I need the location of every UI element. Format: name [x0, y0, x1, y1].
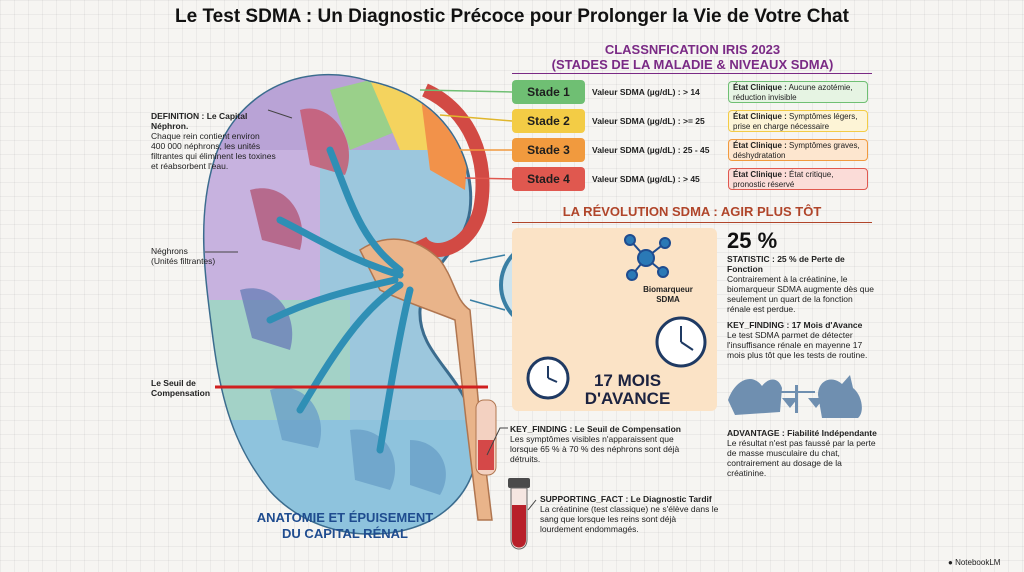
panel-text-line1: 17 MOIS	[593, 371, 662, 390]
stage-row: Stade 3 Valeur SDMA (µg/dL) : 25 - 45 État…	[512, 138, 872, 162]
advantage-text: Le résultat n'est pas faussé par la pert…	[727, 438, 876, 478]
advantage-head: ADVANTAGE : Fiabilité Indépendante	[727, 428, 877, 438]
stage-badge: Stade 4	[512, 167, 585, 191]
molecule-icon	[624, 234, 671, 281]
stage-sdma-value: Valeur SDMA (µg/dL) : 25 - 45	[592, 145, 710, 155]
nephrons-line2: (Unités filtrantes)	[151, 256, 216, 266]
nephrons-label: Néghrons (Unités filtrantes)	[151, 246, 241, 266]
definition-head: DEFINITION : Le Capital Néphron.	[151, 111, 248, 131]
brand-label: NotebookLM	[955, 558, 1001, 567]
revolution-divider	[512, 222, 872, 223]
stage-clinical-text: Symptômes légers, prise en charge nécess…	[733, 112, 858, 131]
stage-clinical-label: État Clinique :	[733, 83, 787, 92]
stage-row: Stade 2 Valeur SDMA (µg/dL) : >= 25 État C…	[512, 109, 872, 133]
stage-clinical-text: Aucune azotémie, réduction invisible	[733, 83, 853, 102]
iris-title-line1: CLASSNFICATION IRIS 2023	[604, 42, 781, 57]
supporting-fact-head: SUPPORTING_FACT : Le Diagnostic Tardif	[540, 494, 712, 504]
stage-clinical-state: État Clinique : Aucune azotémie, réducti…	[728, 81, 868, 103]
definition-text: Chaque rein contient environ 400 000 nép…	[151, 131, 276, 171]
key-finding-17-text: Le test SDMA parmet de détecter l'insuff…	[727, 330, 868, 360]
supporting-fact-block: SUPPORTING_FACT : Le Diagnostic Tardif L…	[540, 494, 720, 534]
anatomy-title: ANATOMIE ET ÉPUISEMENT DU CAPITAL RÉNAL	[235, 510, 455, 542]
statistic-head: STATISTIC : 25 % de Perte de Fonction	[727, 254, 845, 274]
statistic-text: Contrairement à la créatinine, le biomar…	[727, 274, 874, 314]
page-title: Le Test SDMA : Un Diagnostic Précoce pou…	[175, 6, 849, 27]
stage-badge: Stade 2	[512, 109, 585, 133]
iris-title-line2: (STADES DE LA MALADIE & NIVEAUX SDMA)	[551, 57, 834, 72]
iris-divider	[512, 73, 872, 74]
key-finding-seuil-head: KEY_FINDING : Le Seuil de Compensation	[510, 424, 681, 434]
stage-sdma-value: Valeur SDMA (µg/dL) : > 45	[592, 174, 700, 184]
stage-sdma-value: Valeur SDMA (µg/dL) : >= 25	[592, 116, 705, 126]
iris-title: CLASSNFICATION IRIS 2023 (STADES DE LA M…	[520, 42, 865, 72]
test-tube-icon	[508, 478, 530, 550]
key-finding-seuil-text: Les symptômes visibles n'apparaissent qu…	[510, 434, 680, 464]
anatomy-line2: DU CAPITAL RÉNAL	[282, 526, 408, 541]
statistic-big: 25 %	[727, 228, 778, 253]
stage-badge: Stade 3	[512, 138, 585, 162]
statistic-block: STATISTIC : 25 % de Perte de Fonction Co…	[727, 254, 877, 314]
clock-icon-small	[526, 356, 570, 400]
stage-clinical-state: État Clinique : État critique, pronostic…	[728, 168, 868, 190]
stage-clinical-text: Symptômes graves, déshydratation	[733, 141, 860, 160]
cat-scale-icon	[728, 375, 862, 418]
stage-clinical-text: État critique, pronostic réservé	[733, 170, 834, 189]
stage-clinical-label: État Clinique :	[733, 141, 787, 150]
stage-badge: Stade 1	[512, 80, 585, 104]
panel-text-line2: D'AVANCE	[584, 389, 671, 408]
clock-icon-large	[655, 316, 707, 368]
stage-row: Stade 4 Valeur SDMA (µg/dL) : > 45 État Cl…	[512, 167, 872, 191]
definition-block: DEFINITION : Le Capital Néphron. Chaque …	[151, 111, 276, 171]
stage-clinical-state: État Clinique : Symptômes graves, déshyd…	[728, 139, 868, 161]
supporting-fact-text: La créatinine (test classique) ne s'élèv…	[540, 504, 719, 534]
revolution-title: LA RÉVOLUTION SDMA : AGIR PLUS TÔT	[562, 204, 822, 219]
stage-clinical-label: État Clinique :	[733, 112, 787, 121]
key-finding-17-block: KEY_FINDING : 17 Mois d'Avance Le test S…	[727, 320, 879, 360]
seventeen-months-text: 17 MOIS D'AVANCE	[540, 372, 715, 408]
seuil-label: Le Seuil de Compensation	[151, 378, 241, 398]
advantage-block: ADVANTAGE : Fiabilité Indépendante Le ré…	[727, 428, 877, 478]
seuil-line1: Le Seuil de	[151, 378, 196, 388]
brand-badge: ● NotebookLM	[948, 558, 1000, 567]
stage-clinical-state: État Clinique : Symptômes légers, prise …	[728, 110, 868, 132]
stage-row: Stade 1 Valeur SDMA (µg/dL) : > 14 État Cl…	[512, 80, 872, 104]
key-finding-17-head: KEY_FINDING : 17 Mois d'Avance	[727, 320, 863, 330]
biomarker-label: Biomarqueur SDMA	[643, 285, 693, 304]
seuil-line2: Compensation	[151, 388, 211, 398]
stage-sdma-value: Valeur SDMA (µg/dL) : > 14	[592, 87, 700, 97]
brand-icon: ●	[948, 558, 953, 567]
nephrons-line1: Néghrons	[151, 246, 188, 256]
anatomy-line1: ANATOMIE ET ÉPUISEMENT	[256, 510, 434, 525]
stage-clinical-label: État Clinique :	[733, 170, 787, 179]
key-finding-seuil-block: KEY_FINDING : Le Seuil de Compensation L…	[510, 424, 700, 464]
